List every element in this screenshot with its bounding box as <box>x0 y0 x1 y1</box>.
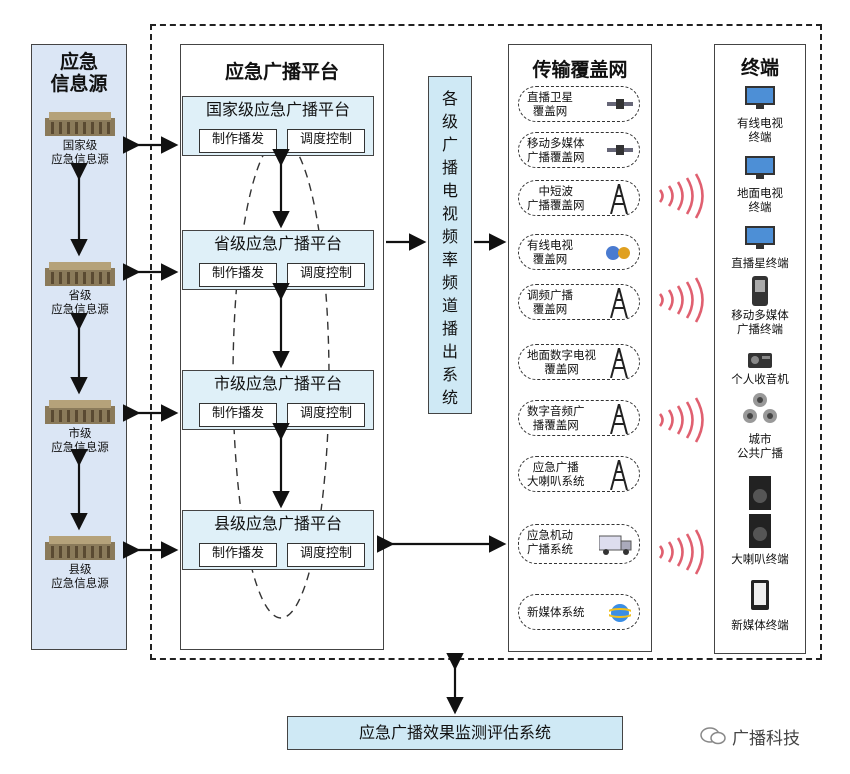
evaluation-system: 应急广播效果监测评估系统 <box>287 716 623 750</box>
transport-item-mobile-emergency: 应急机动 广播系统 <box>518 524 640 564</box>
produce-button: 制作播发 <box>199 263 277 287</box>
transport-item-label: 地面数字电视 覆盖网 <box>527 348 596 376</box>
platform-title: 应急广播平台 <box>224 61 339 83</box>
transport-item-fm: 调频广播 覆盖网 <box>518 284 640 320</box>
tower-icon <box>610 288 628 318</box>
signal-waves <box>658 173 704 575</box>
terminal-label: 大喇叭终端 <box>731 552 789 566</box>
transport-item-dtv: 地面数字电视 覆盖网 <box>518 344 640 380</box>
control-button: 调度控制 <box>287 263 365 287</box>
terminal-label: 个人收音机 <box>731 372 789 386</box>
platform-level-title: 市级应急广播平台 <box>213 374 342 393</box>
tv-icon <box>745 156 775 179</box>
speaker-cluster-icon <box>743 393 777 423</box>
transport-item-mw-sw: 中短波 广播覆盖网 <box>518 180 640 216</box>
transport-item-label: 应急机动 广播系统 <box>527 528 573 556</box>
terminal-label: 地面电视 终端 <box>737 186 783 214</box>
produce-button: 制作播发 <box>199 403 277 427</box>
satellite-icon <box>607 145 633 155</box>
source-label: 县级 应急信息源 <box>51 562 109 590</box>
produce-button: 制作播发 <box>199 543 277 567</box>
source-label: 国家级 应急信息源 <box>51 138 109 166</box>
transport-title: 传输覆盖网 <box>532 59 628 81</box>
platform-county: 县级应急广播平台 制作播发 调度控制 <box>182 510 374 570</box>
watermark-text: 广播科技 <box>732 729 800 749</box>
cable-icon <box>606 246 630 260</box>
radio-icon <box>748 353 772 368</box>
channel-broadcast-system: 各级广播电视频率频道播出系统 <box>428 76 472 414</box>
terminal-label: 移动多媒体 广播终端 <box>731 308 789 336</box>
sources-title: 应急 信息源 <box>50 51 108 95</box>
transport-item-label: 调频广播 覆盖网 <box>527 288 573 316</box>
transport-item-label: 移动多媒体 广播覆盖网 <box>527 136 585 164</box>
transport-item-label: 中短波 广播覆盖网 <box>527 184 585 212</box>
tower-icon <box>610 404 628 434</box>
transport-item-dab: 数字音频广 播覆盖网 <box>518 400 640 436</box>
tablet-icon <box>751 580 769 610</box>
transport-item-label: 数字音频广 播覆盖网 <box>527 404 585 432</box>
tower-icon <box>610 460 628 490</box>
terminal-label: 有线电视 终端 <box>737 116 783 144</box>
produce-button: 制作播发 <box>199 129 277 153</box>
transport-item-mobile: 移动多媒体 广播覆盖网 <box>518 132 640 168</box>
transport-item-loudspeaker: 应急广播 大喇叭系统 <box>518 456 640 492</box>
loudspeaker-icon <box>749 476 771 548</box>
transport-item-label: 直播卫星 覆盖网 <box>527 90 573 118</box>
building-icon <box>45 400 115 424</box>
platform-level-title: 国家级应急广播平台 <box>205 100 350 119</box>
wechat-icon <box>700 727 726 745</box>
system-boundary <box>150 24 822 660</box>
browser-icon <box>609 604 631 622</box>
watermark: 广播科技 <box>700 724 830 749</box>
phone-icon <box>752 276 768 306</box>
truck-icon <box>599 535 632 555</box>
transport-item-new-media: 新媒体系统 <box>518 594 640 630</box>
terminal-label: 城市 公共广播 <box>737 432 783 460</box>
terminal-title: 终端 <box>740 57 779 79</box>
platform-national: 国家级应急广播平台 制作播发 调度控制 <box>182 96 374 156</box>
control-button: 调度控制 <box>287 403 365 427</box>
channel-system-label: 各级广播电视频率频道播出系统 <box>441 89 458 407</box>
building-icon <box>45 112 115 136</box>
platform-city: 市级应急广播平台 制作播发 调度控制 <box>182 370 374 430</box>
platform-level-title: 县级应急广播平台 <box>213 514 342 533</box>
tower-icon <box>610 184 628 214</box>
evaluation-label: 应急广播效果监测评估系统 <box>358 723 551 742</box>
terminal-label: 直播星终端 <box>731 256 789 270</box>
control-button: 调度控制 <box>287 543 365 567</box>
transport-item-label: 应急广播 大喇叭系统 <box>527 460 585 488</box>
tower-icon <box>610 348 628 378</box>
terminal-label: 新媒体终端 <box>731 618 789 632</box>
tv-icon <box>745 86 775 109</box>
building-icon <box>45 536 115 560</box>
building-icon <box>45 262 115 286</box>
platform-level-title: 省级应急广播平台 <box>213 234 342 253</box>
transport-item-label: 新媒体系统 <box>527 605 585 619</box>
transport-item-cable: 有线电视 覆盖网 <box>518 234 640 270</box>
terminal-column: 终端 <box>714 44 806 654</box>
transport-item-label: 有线电视 覆盖网 <box>527 238 573 266</box>
tv-icon <box>745 226 775 249</box>
source-label: 市级 应急信息源 <box>51 426 109 454</box>
control-button: 调度控制 <box>287 129 365 153</box>
source-label: 省级 应急信息源 <box>51 288 109 316</box>
transport-item-satellite: 直播卫星 覆盖网 <box>518 86 640 122</box>
satellite-icon <box>607 99 633 109</box>
